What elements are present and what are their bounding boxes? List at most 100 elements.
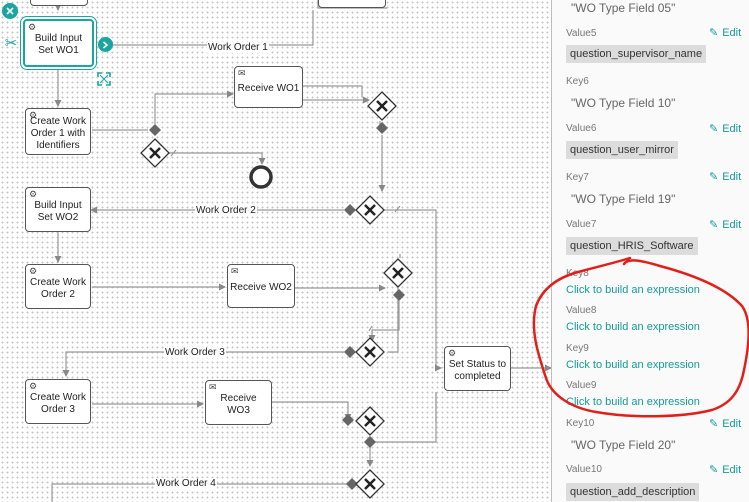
panel-splitter[interactable] — [551, 0, 552, 502]
scissors-icon[interactable]: ✂ — [4, 35, 18, 52]
flow-receive3-gw — [272, 401, 352, 421]
key-label: Value10 — [566, 464, 602, 475]
chevron-right-icon[interactable] — [98, 37, 113, 52]
task-receive-wo2[interactable]: ✉ Receive WO2 — [227, 264, 295, 308]
default-marker-1 — [170, 149, 177, 157]
value-chip[interactable]: question_add_description — [566, 483, 700, 501]
gear-icon: ⚙ — [28, 22, 37, 32]
task-build-input-set-wo1[interactable]: ⚙ Build Input Set WO1 — [23, 19, 94, 67]
flow-label-work-order-2: Work Order 2 — [195, 205, 257, 216]
task-label: Create Work Order 3 — [30, 391, 86, 415]
edit-button[interactable]: ✎Edit — [709, 170, 742, 184]
close-icon[interactable] — [2, 3, 18, 19]
flow-work-order-4 — [51, 483, 350, 502]
pencil-icon: ✎ — [709, 418, 719, 430]
task-label: Receive WO1 — [237, 83, 300, 94]
top-string-value: "WO Type Field 05" — [571, 1, 676, 15]
task-create-work-order-2[interactable]: ⚙ Create Work Order 2 — [25, 264, 91, 309]
flow-junction-1 — [149, 124, 161, 136]
build-expression-link[interactable]: Click to build an expression — [566, 396, 700, 408]
task-create-work-order-3[interactable]: ⚙ Create Work Order 3 — [25, 379, 91, 424]
exclusive-gateway — [355, 406, 385, 436]
properties-panel: "WO Type Field 05" Value5 ✎Edit question… — [552, 0, 749, 502]
task-label: Receive WO3 — [220, 392, 257, 416]
edit-button[interactable]: ✎Edit — [709, 463, 742, 477]
string-value: "WO Type Field 10" — [571, 96, 676, 110]
task-create-work-order-1[interactable]: ⚙ Create Work Order 1 with Identifiers — [25, 108, 91, 155]
flow-work-order-1-return — [100, 10, 314, 46]
key-label: Value5 — [566, 28, 597, 39]
exclusive-gateway — [355, 337, 385, 367]
gear-icon: ⚙ — [29, 189, 38, 199]
flow-receive1-top — [303, 85, 363, 97]
pencil-icon: ✎ — [709, 219, 719, 231]
gear-icon: ⚙ — [448, 348, 457, 358]
key-label: Value9 — [566, 380, 597, 391]
key-label: Key7 — [566, 172, 589, 183]
exclusive-gateway — [355, 469, 385, 499]
default-marker-3 — [368, 325, 373, 332]
default-marker-2 — [394, 205, 401, 213]
task-label: Create Work Order 1 with Identifiers — [30, 115, 86, 151]
edit-button[interactable]: ✎Edit — [709, 122, 742, 136]
flow-junction-6 — [342, 414, 354, 426]
flow-label-work-order-4: Work Order 4 — [155, 478, 217, 489]
key-label: Key6 — [566, 76, 589, 87]
flow-junction-3 — [344, 204, 356, 216]
task-partial-top-right[interactable] — [318, 0, 386, 8]
build-expression-link[interactable]: Click to build an expression — [566, 359, 700, 371]
flow-work-order-3 — [62, 351, 344, 377]
task-label: Create Work Order 2 — [30, 276, 86, 300]
key-label: Value8 — [566, 305, 597, 316]
task-label: Build Input Set WO2 — [34, 199, 82, 223]
task-build-input-set-wo2[interactable]: ⚙ Build Input Set WO2 — [25, 187, 91, 232]
flow-junction-8 — [346, 478, 358, 490]
flow-junction-4 — [393, 289, 405, 301]
exclusive-gateway — [140, 138, 170, 168]
process-canvas[interactable]: ⚙ Build Input Set WO1 ⚙ Create Work Orde… — [0, 0, 551, 502]
key-label: Value6 — [566, 123, 597, 134]
envelope-icon: ✉ — [238, 68, 246, 78]
gateways — [140, 91, 413, 499]
gear-icon: ⚙ — [29, 381, 38, 391]
flow-gw4-set-status — [372, 392, 437, 443]
value-chip[interactable]: question_user_mirror — [566, 141, 678, 159]
key-label: Key8 — [566, 268, 589, 279]
task-receive-wo1[interactable]: ✉ Receive WO1 — [234, 66, 303, 108]
pencil-icon: ✎ — [709, 171, 719, 183]
task-label: Set Status to completed — [448, 358, 507, 382]
edit-button[interactable]: ✎Edit — [709, 417, 742, 431]
key-label: Value7 — [566, 219, 597, 230]
envelope-icon: ✉ — [231, 266, 239, 276]
pencil-icon: ✎ — [709, 123, 719, 135]
task-label: Receive WO2 — [230, 282, 292, 293]
build-expression-link[interactable]: Click to build an expression — [566, 284, 700, 296]
flow-junction-7 — [364, 436, 376, 448]
flow-to-set-status — [384, 209, 437, 368]
value-chip[interactable]: question_HRIS_Software — [566, 237, 698, 255]
key-label: Key10 — [566, 418, 595, 429]
string-value: "WO Type Field 20" — [571, 438, 676, 452]
exclusive-gateway — [355, 195, 385, 225]
value-chip[interactable]: question_supervisor_name — [566, 45, 707, 63]
build-expression-link[interactable]: Click to build an expression — [566, 321, 700, 333]
string-value: "WO Type Field 19" — [571, 192, 676, 206]
task-set-status-completed[interactable]: ⚙ Set Status to completed — [444, 346, 511, 391]
edit-button[interactable]: ✎Edit — [709, 218, 742, 232]
gear-icon: ⚙ — [29, 110, 38, 120]
expand-icon[interactable] — [97, 72, 111, 86]
gear-icon: ⚙ — [29, 266, 38, 276]
exclusive-gateway — [383, 258, 413, 288]
key-label: Key9 — [566, 343, 589, 354]
flow-gateway-receive1 — [154, 90, 234, 124]
flow-label-work-order-3: Work Order 3 — [164, 347, 226, 358]
edit-button[interactable]: ✎Edit — [709, 26, 742, 40]
flow-gw2-gw3 — [368, 301, 400, 342]
task-receive-wo3[interactable]: ✉ Receive WO3 — [205, 380, 272, 425]
envelope-icon: ✉ — [209, 382, 217, 392]
task-partial-top-left[interactable] — [30, 0, 88, 6]
pencil-icon: ✎ — [709, 27, 719, 39]
flow-label-work-order-1: Work Order 1 — [207, 42, 269, 53]
flow-to-end — [169, 152, 266, 165]
flow-junction-5 — [344, 346, 356, 358]
